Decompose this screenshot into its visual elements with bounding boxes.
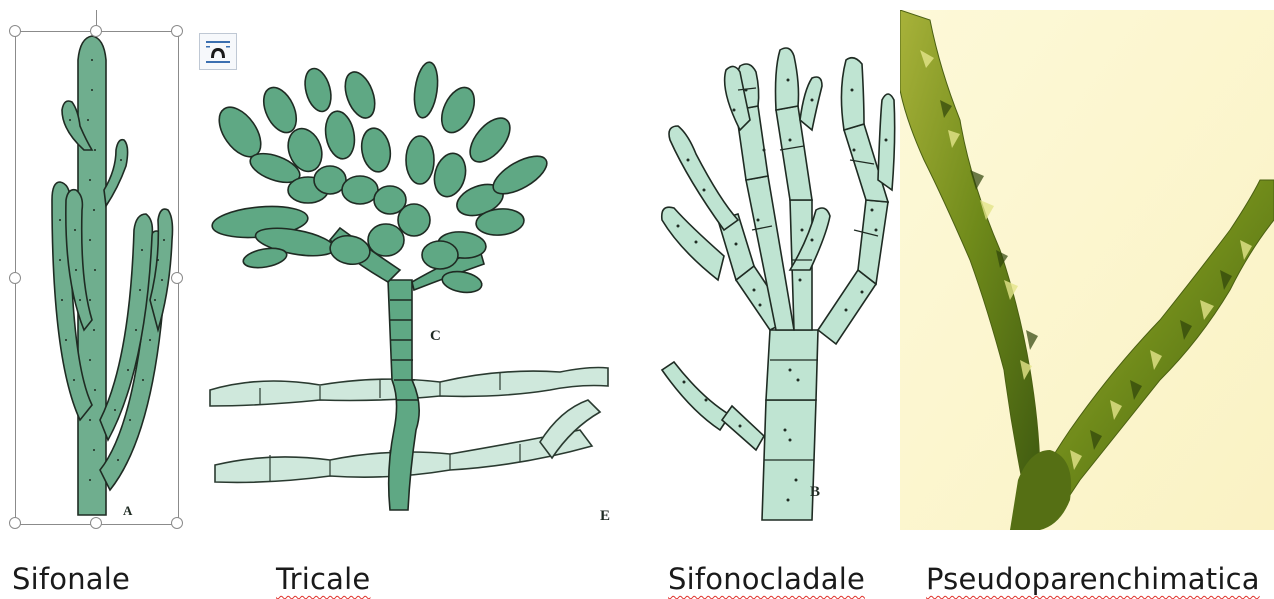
resize-handle-left[interactable]	[9, 272, 21, 284]
caption-sifonocladale: Sifonocladale	[668, 562, 865, 596]
caption-pseudoparenchimatica: Pseudoparenchimatica	[926, 562, 1260, 596]
resize-handle-bottom-left[interactable]	[9, 517, 21, 529]
sifonocladale-figure-letter: B	[810, 484, 820, 500]
sifonale-figure-letter: A	[123, 503, 133, 518]
resize-handle-bottom-right[interactable]	[171, 517, 183, 529]
sifonale-label-svg: A	[120, 500, 140, 520]
sifonale-figure[interactable]: A	[0, 0, 195, 540]
caption-sifonale: Sifonale	[12, 562, 130, 596]
resize-handle-right[interactable]	[171, 272, 183, 284]
tricale-corner-letter: E	[600, 508, 610, 524]
resize-handle-top[interactable]	[90, 25, 102, 37]
tricale-figure: C E	[200, 50, 620, 530]
sifonocladale-figure: B	[640, 30, 910, 530]
resize-handle-top-left[interactable]	[9, 25, 21, 37]
pseudoparenchimatica-drawing	[900, 10, 1274, 530]
resize-handle-top-right[interactable]	[171, 25, 183, 37]
resize-handle-bottom[interactable]	[90, 517, 102, 529]
caption-tricale: Tricale	[276, 562, 370, 596]
pseudoparenchimatica-photo	[900, 10, 1274, 530]
sifonale-drawing	[0, 0, 195, 540]
tricale-figure-letter: C	[430, 328, 441, 344]
sifonocladale-drawing: B	[640, 30, 910, 530]
tricale-drawing: C E	[200, 50, 620, 530]
